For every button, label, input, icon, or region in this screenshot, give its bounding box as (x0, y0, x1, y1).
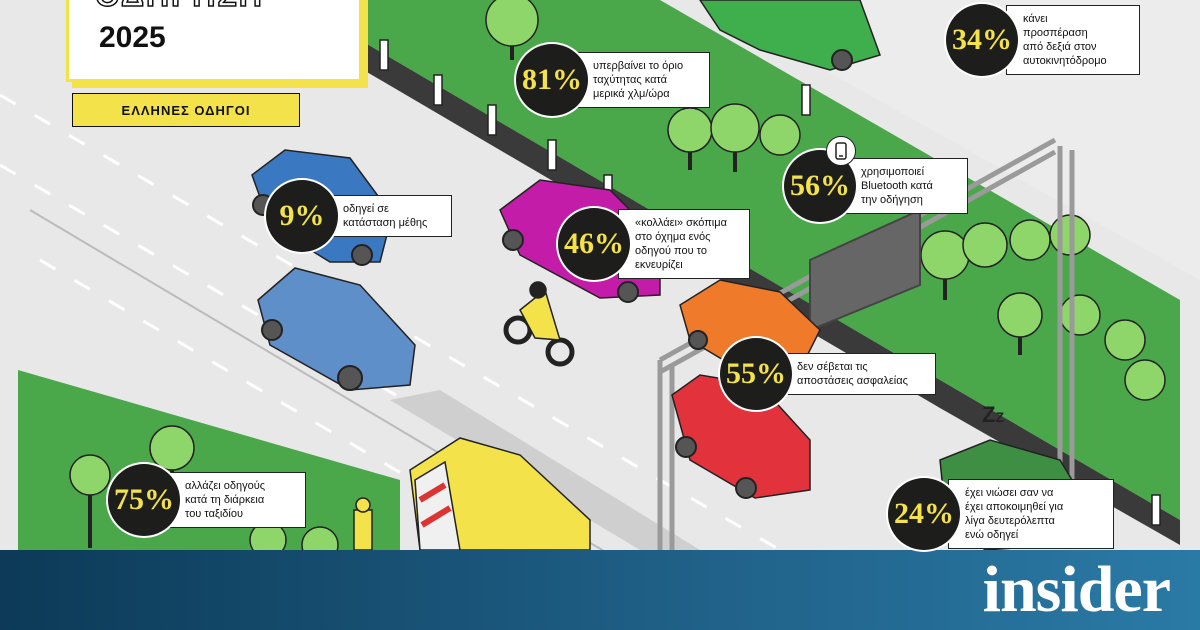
audience-tag: ΕΛΛΗΝΕΣ ΟΔΗΓΟΙ (72, 93, 300, 127)
stat-text: έχει νιώσει σαν να έχει αποκοιμηθεί για … (948, 479, 1114, 549)
stat-value: 46% (558, 208, 630, 280)
stat-speeding: 81% υπερβαίνει το όριο ταχύτητας κατά με… (516, 44, 710, 116)
brand-logo[interactable]: insider (982, 553, 1171, 626)
sleep-icon: ZZ (982, 402, 1005, 427)
stat-tailgating: 46% «κολλάει» σκόπιμα στο όχημα ενός οδη… (558, 208, 750, 280)
stat-text: οδηγεί σε κατάσταση μέθης (326, 195, 452, 237)
stat-text: αλλάζει οδηγούς κατά τη διάρκεια του ταξ… (168, 472, 306, 528)
stat-distance: 55% δεν σέβεται τις αποστάσεις ασφαλείας (720, 338, 936, 410)
stat-value: 55% (720, 338, 792, 410)
stat-value: 24% (888, 478, 960, 550)
stat-right-overtake: 34% κάνει προσπέραση από δεξιά στον αυτο… (946, 4, 1140, 76)
stat-value: 56% (784, 150, 856, 222)
stat-text: δεν σέβεται τις αποστάσεις ασφαλείας (780, 353, 936, 395)
stat-text: υπερβαίνει το όριο ταχύτητας κατά μερικά… (576, 52, 710, 108)
stat-drunk: 9% οδηγεί σε κατάσταση μέθης (266, 180, 452, 252)
stat-drowsy: 24% έχει νιώσει σαν να έχει αποκοιμηθεί … (888, 478, 1114, 550)
stat-text: κάνει προσπέραση από δεξιά στον αυτοκινη… (1006, 5, 1140, 75)
stat-value: 9% (266, 180, 338, 252)
footer-bar: insider (0, 550, 1200, 630)
stat-value: 75% (108, 464, 180, 536)
stat-text: «κολλάει» σκόπιμα στο όχημα ενός οδηγού … (618, 209, 750, 279)
median-grass (360, 0, 1180, 520)
stat-value: 34% (946, 4, 1018, 76)
stat-text: χρησιμοποιεί Bluetooth κατά την οδήγηση (844, 158, 968, 214)
stat-bluetooth: 56% χρησιμοποιεί Bluetooth κατά την οδήγ… (784, 150, 968, 222)
stat-swap-drivers: 75% αλλάζει οδηγούς κατά τη διάρκεια του… (108, 464, 306, 536)
phone-icon (826, 136, 856, 166)
title-box: ΟΔΗΓΗΣΗ 2025 (66, 0, 362, 82)
title-line-2: 2025 (99, 21, 166, 54)
stat-value: 81% (516, 44, 588, 116)
title-line-1: ΟΔΗΓΗΣΗ (94, 0, 264, 14)
